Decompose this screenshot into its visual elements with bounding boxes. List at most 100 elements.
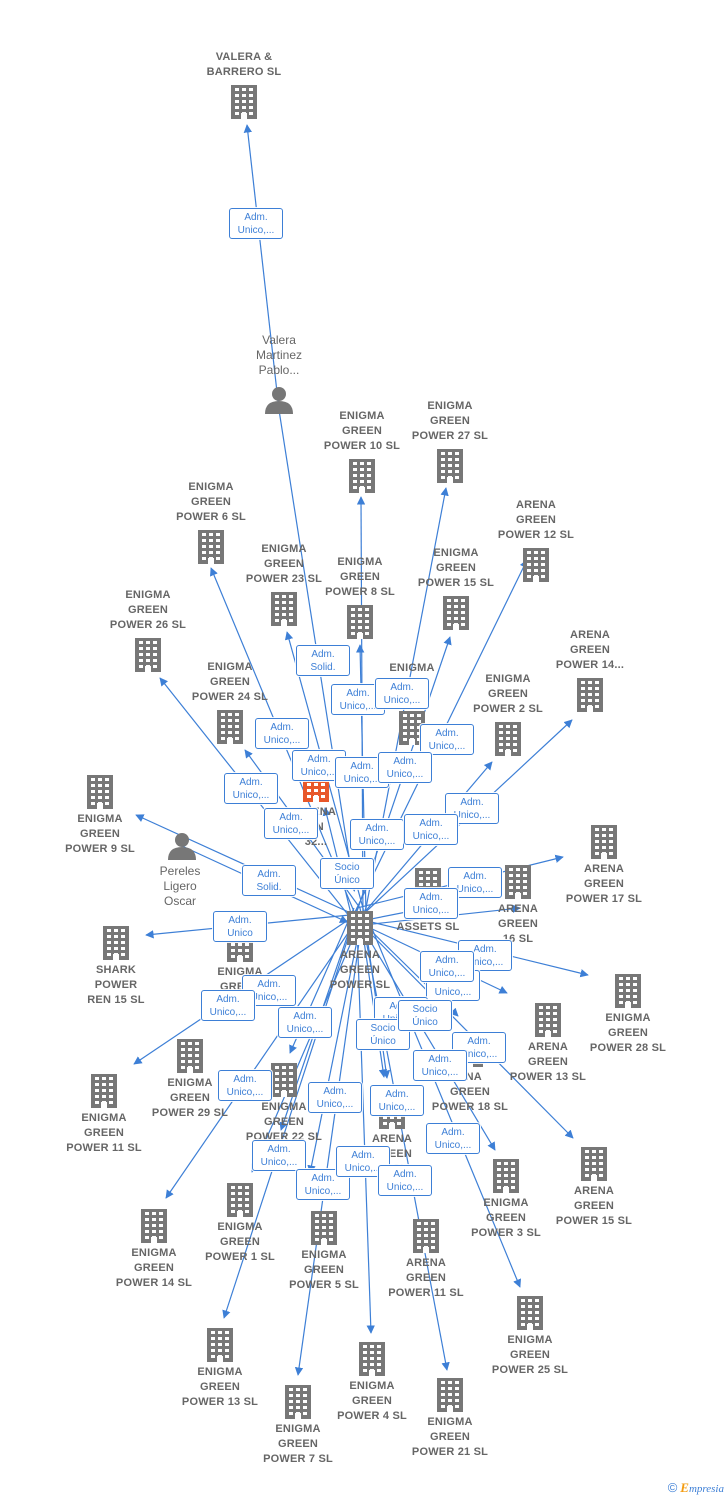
node-label-line: ARENA <box>515 499 557 511</box>
relation-badge-eg11[interactable]: Adm.Unico,... <box>201 990 255 1021</box>
relation-badge-eg21[interactable]: Adm.Unico,... <box>413 1050 467 1081</box>
node-label-line: GREEN <box>277 1438 319 1450</box>
node-label-line: ENIGMA <box>301 1249 347 1261</box>
node-label-line: GREEN <box>263 1116 305 1128</box>
relation-badge-eg14[interactable]: Adm.Unico,... <box>218 1070 272 1101</box>
node-label-line: ENIGMA <box>207 661 253 673</box>
relation-badge-green_assets[interactable]: Adm.Unico,... <box>404 888 458 919</box>
relation-badge-eg6[interactable]: Adm.Unico,... <box>255 718 309 749</box>
relation-badge-eg13[interactable]: Adm.Unico,... <box>378 1165 432 1196</box>
edge-center-to-eg5 <box>307 925 361 1174</box>
copyright-symbol: © <box>667 1480 678 1495</box>
relation-badge-text: Unico,... <box>263 735 301 746</box>
relation-badge-text: Socio <box>370 1023 396 1034</box>
eg10-building-icon <box>349 459 375 493</box>
node-label-line: ENIGMA <box>81 1112 127 1124</box>
relation-badge-eg3[interactable]: Adm.Unico,... <box>308 1082 362 1113</box>
relation-badge-text: Adm. <box>279 812 303 823</box>
node-label-line: POWER 13 SL <box>509 1071 587 1083</box>
relation-badge-text: Adm. <box>323 1086 347 1097</box>
relation-badge-eg26[interactable]: Adm.Unico,... <box>224 773 278 804</box>
relation-badge-center[interactable]: Adm.Solid. <box>242 865 296 896</box>
node-label-valera_barrero[interactable]: VALERA & BARRERO SL <box>184 50 304 80</box>
node-label-line: BARRERO SL <box>206 66 282 78</box>
relation-badge-text: Unico,... <box>383 695 421 706</box>
relation-badge-text: Unico,... <box>434 1140 472 1151</box>
node-label-line: GREEN <box>219 1236 261 1248</box>
node-label-line: POWER 12 SL <box>497 529 575 541</box>
node-label-line: POWER 18 SL <box>431 1101 509 1113</box>
relation-badge-eg24[interactable]: Adm.Unico,... <box>264 808 318 839</box>
relation-badge-text: Unico,... <box>412 905 450 916</box>
edge-center-to-eg25 <box>365 913 521 1288</box>
node-label-line: ASSETS SL <box>396 921 460 933</box>
relation-badge-shark[interactable]: Adm.Unico <box>213 911 267 942</box>
relation-badge-ag12[interactable]: Adm.Unico,... <box>420 724 474 755</box>
relation-badge-text: Adm. <box>233 1074 257 1085</box>
relation-badge-text: Adm. <box>390 682 414 693</box>
valera_barrero-building-icon <box>231 85 257 119</box>
relation-badge-ag16[interactable]: Adm.Unico,... <box>420 951 474 982</box>
relation-badge-eg5[interactable]: Adm.Unico,... <box>252 1140 306 1171</box>
eg6-building-icon <box>198 530 224 564</box>
eg9-building-icon <box>87 775 113 809</box>
valera_person-person-icon <box>265 387 293 414</box>
node-label-line: GREEN <box>497 918 539 930</box>
node-label-line: VALERA & <box>215 51 273 63</box>
node-label-line: ENIGMA <box>339 410 385 422</box>
relation-badge-ag18[interactable]: Adm.Unico,... <box>370 1085 424 1116</box>
relation-badge-eg9[interactable]: Adm.Unico,... <box>404 814 458 845</box>
node-label-line: ENIGMA <box>261 1101 307 1113</box>
node-label-line: ARENA <box>497 903 539 915</box>
relation-badge-eg27[interactable]: Adm. Unico,... <box>375 678 429 709</box>
relation-badge-eg15[interactable]: Adm.Unico,... <box>378 752 432 783</box>
node-label-line: POWER 15 SL <box>555 1215 633 1227</box>
relation-badge-text: Adm. <box>385 1089 409 1100</box>
relation-badge-valera_barrero[interactable]: Adm.Unico,... <box>229 208 283 239</box>
relation-badge-ag15[interactable]: Adm.Unico,... <box>426 1123 480 1154</box>
relation-badge-eg2[interactable]: Adm.Unico,... <box>350 819 404 850</box>
node-label-line: ENIGMA <box>337 556 383 568</box>
relation-badge-eg1[interactable]: Adm.Unico,... <box>278 1007 332 1038</box>
relation-badge-text: Unico,... <box>386 1182 424 1193</box>
ag14-building-icon <box>577 678 603 712</box>
relation-badge-center[interactable]: Adm.Solid. <box>296 645 350 676</box>
node-label-line: 32... <box>304 836 328 848</box>
node-label-line: SHARK <box>95 964 137 976</box>
